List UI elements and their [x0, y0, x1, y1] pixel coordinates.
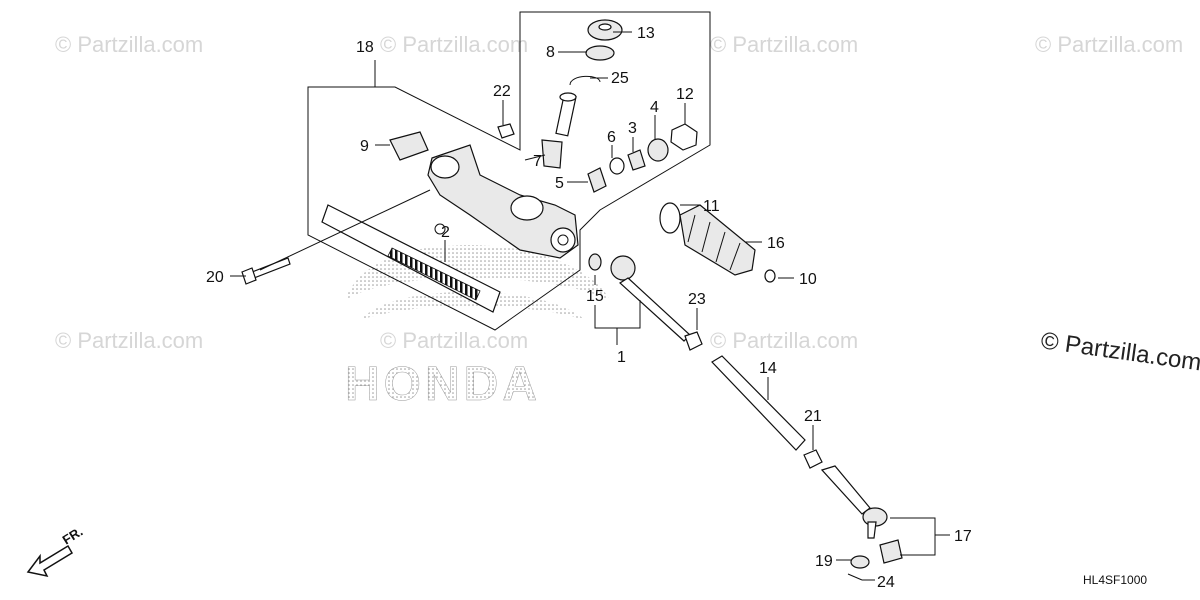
watermark-prominent: © Partzilla.com	[1039, 327, 1200, 376]
callout-8: 8	[546, 44, 555, 61]
front-direction-arrow-icon: FR.	[26, 524, 86, 578]
part-band-clip	[764, 269, 776, 283]
callout-15: 15	[586, 288, 604, 305]
part-gearbox-housing	[427, 144, 579, 259]
callout-1: 1	[617, 349, 626, 366]
callout-24: 24	[877, 574, 895, 591]
callout-5: 5	[555, 175, 564, 192]
watermark: © Partzilla.com	[380, 328, 528, 353]
part-lock-washer	[588, 253, 602, 271]
part-spring	[627, 149, 646, 171]
diagram-code: HL4SF1000	[1083, 573, 1147, 587]
part-clip	[389, 131, 429, 161]
watermark: © Partzilla.com	[55, 328, 203, 353]
callout-14: 14	[759, 360, 777, 377]
watermark: © Partzilla.com	[380, 32, 528, 57]
watermark: © Partzilla.com	[55, 32, 203, 57]
honda-wordmark: HONDA	[345, 358, 541, 411]
part-bolt	[241, 189, 431, 285]
callout-2: 2	[441, 224, 450, 241]
callout-3: 3	[628, 120, 637, 137]
callout-13: 13	[637, 25, 655, 42]
callout-12: 12	[676, 86, 694, 103]
callout-20: 20	[206, 269, 224, 286]
assembly-boundary	[307, 11, 711, 331]
callout-7: 7	[533, 153, 542, 170]
part-pinion-shaft	[541, 92, 577, 169]
part-castle-nut	[850, 555, 870, 569]
callout-19: 19	[815, 553, 833, 570]
part-rack	[321, 204, 501, 313]
part-tie-rod-nut	[684, 331, 703, 351]
part-circlip	[569, 75, 601, 86]
part-tie-rod-sleeve	[711, 355, 806, 451]
part-dust-seal	[587, 19, 623, 41]
part-rack-guide	[587, 167, 607, 193]
callout-25: 25	[611, 70, 629, 87]
callout-18: 18	[356, 39, 374, 56]
part-lock-nut	[670, 123, 698, 151]
part-oil-seal	[585, 45, 615, 61]
callout-22: 22	[493, 83, 511, 100]
part-boot	[679, 204, 756, 276]
leader-lines	[230, 31, 950, 581]
callout-4: 4	[650, 99, 659, 116]
watermark: © Partzilla.com	[1035, 32, 1183, 57]
part-jam-nut	[803, 449, 823, 469]
part-cotter-pin	[847, 573, 863, 581]
callout-10: 10	[799, 271, 817, 288]
direction-label: FR.	[60, 524, 86, 548]
callout-16: 16	[767, 235, 785, 252]
callout-9: 9	[360, 138, 369, 155]
part-boot-band	[659, 202, 681, 234]
part-adjuster-screw	[647, 138, 669, 162]
callout-23: 23	[688, 291, 706, 308]
callout-17: 17	[954, 528, 972, 545]
part-tie-rod	[610, 255, 691, 342]
callout-11: 11	[703, 198, 720, 215]
watermark: © Partzilla.com	[710, 32, 858, 57]
callout-21: 21	[804, 408, 822, 425]
watermark: © Partzilla.com	[710, 328, 858, 353]
callout-6: 6	[607, 129, 616, 146]
part-nut-small	[497, 123, 515, 139]
part-tie-rod-end	[820, 465, 903, 564]
part-o-ring	[609, 157, 625, 175]
